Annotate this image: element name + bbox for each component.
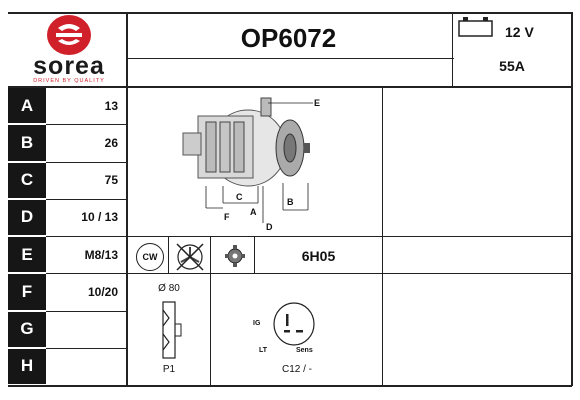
- battery-icon: [458, 17, 493, 37]
- connector-sens-label: Sens: [296, 347, 313, 354]
- spec-value-b: 26: [104, 135, 118, 150]
- rotation-label: CW: [142, 252, 158, 262]
- rotation-cw-icon: CW: [136, 243, 164, 271]
- pulley-icon: [162, 301, 182, 359]
- spec-letter-e: E: [8, 237, 46, 273]
- label-b: B: [287, 197, 294, 207]
- spec-letter-a: A: [8, 88, 46, 124]
- spec-row-divider: [46, 198, 126, 200]
- spec-value-c: 75: [104, 173, 118, 188]
- spec-letter-g: G: [8, 311, 46, 347]
- regulator-icon: [225, 245, 245, 267]
- brand-name: sorea: [33, 52, 105, 80]
- brand-tagline: DRIVEN BY QUALITY: [33, 78, 105, 84]
- spec-row-divider: [46, 347, 126, 349]
- alternator-drawing: [182, 97, 313, 223]
- product-code: OP6072: [240, 23, 337, 53]
- sorea-logo-icon: [47, 15, 91, 55]
- no-fan-icon: [176, 243, 204, 271]
- spec-row-divider: [46, 310, 126, 312]
- connector-ig-label: IG: [253, 320, 261, 327]
- spec-row-divider: [46, 273, 126, 275]
- spec-letter-c: C: [8, 162, 46, 198]
- spec-value-d: 10 / 13: [81, 210, 118, 225]
- spec-value-e: M8/13: [84, 247, 118, 262]
- connector-lt-label: LT: [259, 347, 268, 354]
- spec-letter-h: H: [8, 348, 46, 384]
- connector-icon: [273, 302, 315, 346]
- pulley-diameter: Ø 80: [158, 283, 180, 294]
- voltage: 12 V: [505, 24, 534, 40]
- amperage: 55A: [499, 58, 525, 74]
- spec-value-g: [46, 311, 126, 348]
- label-c: C: [236, 192, 243, 202]
- spec-row-divider: [46, 161, 126, 163]
- spec-value-f: 10/20: [87, 284, 118, 299]
- spec-letter-f: F: [8, 274, 46, 310]
- spec-value-h: [46, 348, 126, 385]
- spec-row-divider: [46, 236, 126, 237]
- label-d: D: [266, 222, 273, 232]
- rotation-code: 6H05: [301, 248, 336, 264]
- connector-code: C12 / -: [281, 364, 312, 375]
- spec-value-a: 13: [104, 98, 118, 113]
- brand-logo: sorea DRIVEN BY QUALITY: [14, 14, 124, 84]
- label-e: E: [314, 98, 321, 108]
- spec-letter-d: D: [8, 199, 46, 235]
- label-f: F: [224, 212, 230, 222]
- spec-letter-b: B: [8, 125, 46, 161]
- label-a: A: [250, 207, 257, 217]
- spec-row-divider: [46, 124, 126, 126]
- pulley-type: P1: [162, 364, 176, 375]
